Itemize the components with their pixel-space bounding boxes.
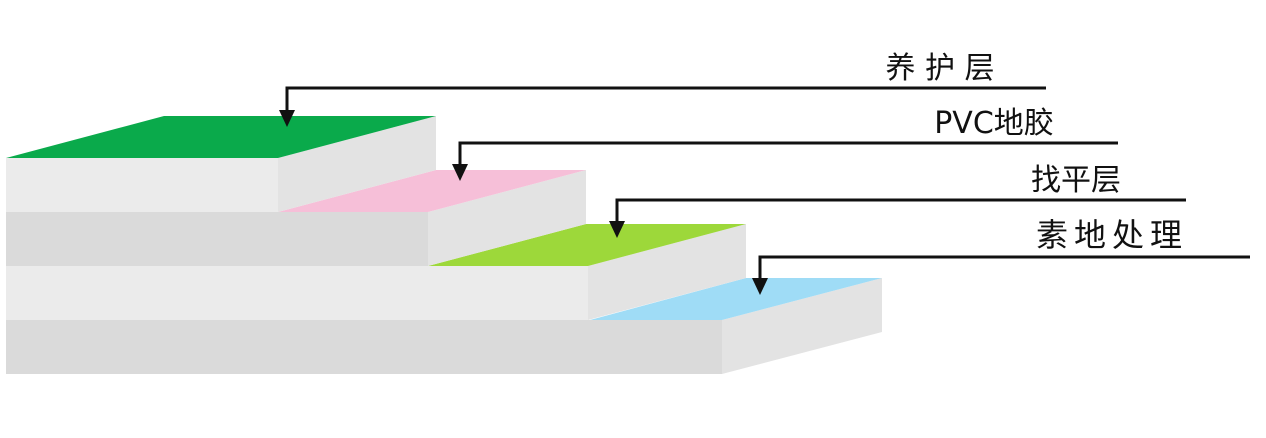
step-4 (6, 278, 882, 374)
arrow-head-1 (279, 110, 295, 127)
callout-3: 找平层 (609, 163, 1186, 238)
layer-label-4: 素地处理 (1036, 216, 1188, 254)
arrow-head-3 (609, 221, 625, 238)
step-4-front (6, 320, 722, 374)
leader-line-4 (758, 255, 1250, 280)
step-3-side (588, 224, 746, 320)
step-1-front (6, 158, 278, 212)
step-2-front (6, 212, 428, 266)
leader-line-1 (285, 86, 1046, 112)
step-1-side (278, 116, 436, 212)
layer-1-top (6, 116, 436, 158)
step-3-front (6, 266, 588, 320)
layer-label-1: 养 护 层 (885, 51, 994, 86)
layer-4-top (590, 278, 882, 320)
step-1 (6, 116, 436, 212)
layer-label-2: PVC地胶 (934, 106, 1054, 141)
step-2-side (428, 170, 586, 266)
layer-label-3: 找平层 (1031, 163, 1121, 198)
leader-line-2 (458, 141, 1118, 166)
leader-line-3 (615, 198, 1186, 223)
callout-2: PVC地胶 (452, 106, 1118, 181)
arrow-head-2 (452, 164, 468, 181)
layer-3-top (428, 224, 746, 266)
arrow-head-4 (752, 278, 768, 295)
step-2 (6, 170, 586, 266)
callout-4: 素地处理 (752, 216, 1250, 295)
step-4-side (722, 278, 882, 374)
step-3 (6, 224, 746, 320)
callout-1: 养 护 层 (279, 51, 1046, 127)
layer-2-top (278, 170, 586, 212)
